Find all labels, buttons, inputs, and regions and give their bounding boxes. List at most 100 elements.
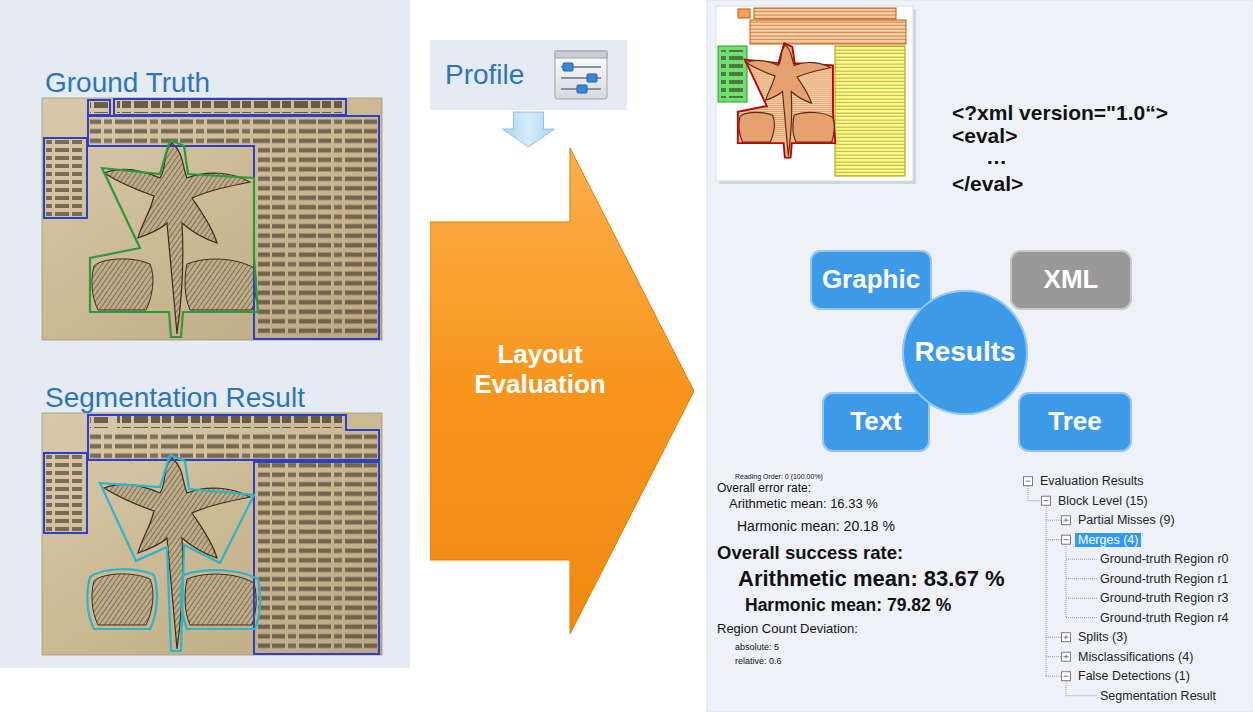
result-line: relative: 0.6: [735, 656, 782, 666]
ground-truth-scan: [44, 138, 87, 218]
segmentation-scan: [181, 570, 260, 629]
slider-icon: [555, 51, 607, 99]
evaluation-overlay: [754, 8, 896, 19]
segmentation-scan: [254, 462, 379, 654]
output-box: Graphic: [810, 250, 932, 310]
slider-icon: [563, 63, 573, 71]
slider-icon: [555, 51, 607, 58]
tree-item: Evaluation Results: [1040, 474, 1144, 488]
segmentation-scan: [44, 453, 87, 533]
ground-truth-scan: [88, 116, 379, 339]
xml-line: </eval>: [952, 172, 1023, 196]
segmentation-scan: [42, 413, 382, 655]
tree-item: Splits (3): [1078, 630, 1127, 644]
tree-item: Misclassifications (4): [1078, 650, 1193, 664]
arrow-body: [430, 148, 694, 634]
tree-expander: [1026, 481, 1031, 482]
segmentation-scan: [42, 413, 382, 655]
tree-guides: [1066, 681, 1097, 696]
profile-box: Profile: [430, 40, 627, 110]
box-label: XML: [1044, 265, 1099, 295]
evaluation-overlay: [718, 46, 747, 102]
result-heading: Overall success rate:: [717, 542, 903, 563]
tree-expander: [1064, 676, 1069, 677]
output-box: XML: [1010, 250, 1132, 310]
flow-arrow: [503, 112, 555, 147]
box-ground: [430, 40, 627, 110]
ground-truth-scan: [44, 99, 379, 339]
tree-guides: [1066, 559, 1097, 618]
slider-icon: [555, 51, 607, 99]
evaluation-overlay: [716, 6, 916, 184]
tree-expander: [1062, 652, 1071, 661]
tree-item: Merges (4): [1075, 533, 1141, 547]
evaluation-overlay: [738, 43, 835, 157]
result-line: absolute: 5: [735, 642, 779, 652]
output-panel-ground: [707, 0, 1253, 712]
output-box: Tree: [1018, 392, 1132, 452]
panel-heading: Segmentation Result: [45, 382, 305, 414]
tree-expander: [1066, 655, 1067, 659]
tree-expander: [1042, 496, 1051, 505]
result-value: Harmonic mean: 79.82 %: [745, 595, 951, 615]
tree-expander: [1062, 672, 1071, 681]
segmentation-scan: [88, 415, 379, 460]
input-panel: Ground TruthSegmentation Result: [0, 0, 410, 668]
ground-truth-scan: [114, 99, 346, 115]
process-arrow: Layout Evaluation: [430, 148, 694, 634]
evaluation-overlay: [835, 46, 905, 176]
xml-line: <?xml version="1.0“>: [952, 101, 1168, 125]
segmentation-scan: [44, 415, 379, 654]
result-line: Overall error rate:: [717, 482, 811, 496]
tree-guides: [1046, 520, 1061, 676]
tree-expander: [1064, 539, 1069, 540]
ground-truth-scan: [42, 98, 382, 340]
circle-label: Results: [914, 336, 1015, 368]
tree-expander: [1062, 516, 1071, 525]
box-label: Text: [850, 407, 902, 437]
result-line: Arithmetic mean: 16.33 %: [729, 497, 878, 512]
result-line: Reading Order: 0 (100.00%): [735, 473, 823, 481]
evaluation-overlay: [793, 112, 834, 142]
panel-heading: Ground Truth: [45, 67, 210, 99]
ground-truth-scan: [88, 100, 110, 115]
results-circle: Results: [902, 290, 1027, 415]
tree-item: Block Level (15): [1058, 494, 1148, 508]
tree-expander: [1066, 518, 1067, 522]
output-box: Text: [822, 392, 930, 452]
tree-item: Partial Misses (9): [1078, 513, 1175, 527]
slider-icon: [577, 85, 587, 93]
result-value: Arithmetic mean: 83.67 %: [738, 566, 1005, 591]
input-panel-ground: [0, 0, 410, 668]
tree-guides: [1046, 505, 1047, 676]
tree-item: False Detections (1): [1078, 669, 1190, 683]
evaluation-overlay: [738, 9, 750, 18]
result-line: Harmonic mean: 20.18 %: [737, 518, 895, 534]
arrow-label: Layout Evaluation: [440, 340, 640, 400]
tree-guides: [1066, 544, 1067, 618]
ground-truth-scan: [90, 140, 258, 337]
tree-expander: [1062, 633, 1071, 642]
tree-expander: [1066, 635, 1067, 639]
segmentation-scan: [87, 569, 157, 629]
tree-item: Ground-truth Region r3: [1100, 591, 1229, 605]
tree-expander: [1062, 535, 1071, 544]
tree-item: Ground-truth Region r4: [1100, 611, 1229, 625]
tree-item: Ground-truth Region r1: [1100, 572, 1229, 586]
tree-expander: [1044, 500, 1049, 501]
slider-icon: [587, 74, 597, 82]
tree-item: Segmentation Result: [1100, 689, 1216, 703]
segmentation-scan: [100, 455, 254, 651]
box-label: Graphic: [822, 265, 920, 295]
xml-line: <eval>: [952, 124, 1017, 148]
result-line: Region Count Deviation:: [717, 622, 858, 637]
box-label: Profile: [445, 59, 524, 91]
tree-expander: [1024, 477, 1033, 486]
box-label: Tree: [1048, 407, 1102, 437]
tree-guides: [1028, 486, 1041, 501]
xml-line: …: [986, 145, 1007, 169]
tree-item: Ground-truth Region r0: [1100, 552, 1229, 566]
evaluation-overlay: [738, 43, 835, 157]
evaluation-overlay: [716, 6, 913, 181]
